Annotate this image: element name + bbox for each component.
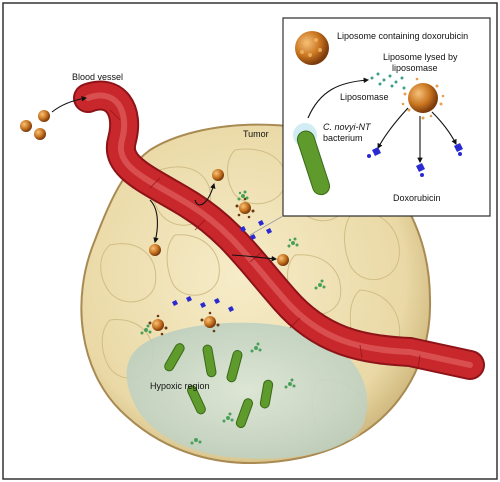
inset-label-liposome: Liposome containing doxorubicin [337, 31, 468, 41]
inset-bacterium [296, 130, 331, 196]
inset-label-doxorubicin: Doxorubicin [393, 193, 441, 203]
inset-lysed-liposome [401, 77, 445, 120]
label-tumor: Tumor [243, 129, 269, 139]
hypoxic-region [126, 322, 368, 459]
arrows [51, 96, 278, 262]
liposomase-dots [370, 72, 406, 90]
label-blood-vessel: Blood vessel [72, 72, 123, 82]
inset-label-bacterium-name: C. novyi-NT [323, 122, 372, 132]
inset-label-lysed-1: Liposome lysed by [383, 52, 458, 62]
inset-label-liposomase: Liposomase [340, 92, 389, 102]
lysed-liposomes [148, 197, 255, 336]
blood-vessel [73, 80, 485, 380]
inset-panel: Liposome containing doxorubicin Liposome… [249, 17, 491, 236]
doxorubicin-molecules [172, 220, 272, 312]
bacteria-group [164, 343, 274, 429]
liposomes [20, 110, 289, 266]
inset-liposome [295, 31, 329, 65]
inset-label-bacterium: bacterium [323, 133, 363, 143]
label-hypoxic-region: Hypoxic region [150, 381, 210, 391]
inset-doxorubicin [367, 143, 463, 177]
inset-label-lysed-2: liposomase [392, 63, 438, 73]
